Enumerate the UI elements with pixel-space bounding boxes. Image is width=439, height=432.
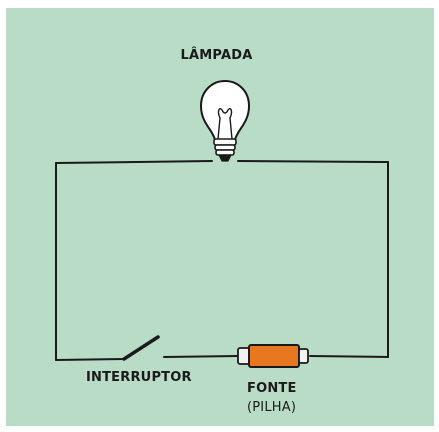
wire-bottom-left [55,358,125,361]
wire-top-right [237,160,389,163]
lamp-label: LÂMPADA [180,48,253,63]
light-bulb-icon [200,80,250,162]
circuit-wires [55,160,389,361]
wire-bottom-middle [163,355,239,358]
source-label: FONTE [247,381,297,396]
switch-label: INTERRUPTOR [86,370,192,385]
wire-bottom-right [309,355,389,358]
wire-top-left [55,160,213,164]
open-switch-icon [122,335,160,361]
source-sublabel: (PILHA) [247,400,297,415]
battery-icon [237,344,309,368]
